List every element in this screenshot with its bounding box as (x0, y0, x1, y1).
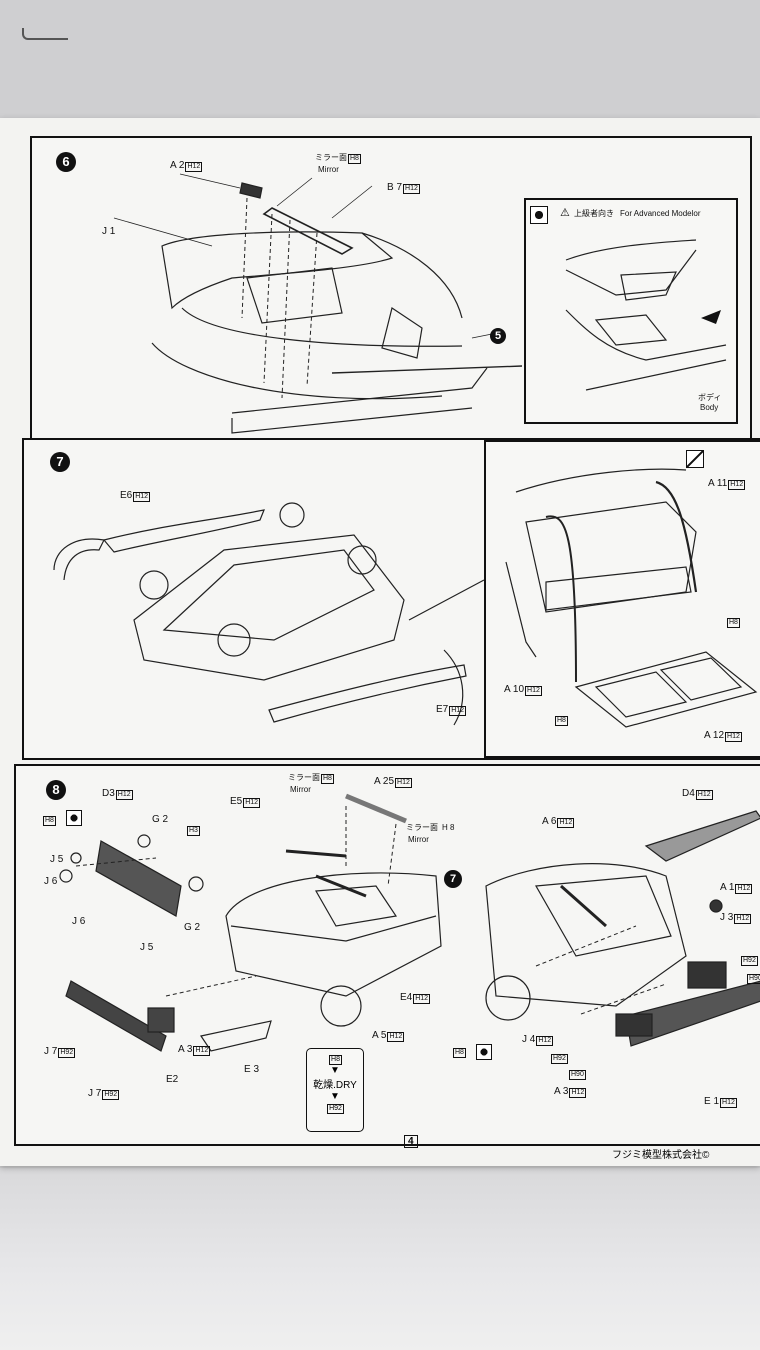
advanced-icon (530, 206, 548, 224)
warning-icon: ⚠ (560, 207, 570, 219)
lower-sheet (0, 1168, 760, 1350)
label-h90-right: H90 (746, 972, 760, 984)
label-h8-right: H8 (727, 618, 740, 628)
label-j6-left: J 6 (44, 876, 58, 887)
label-h8-bottom: H8 (555, 716, 568, 726)
advanced-en: For Advanced Modelor (620, 209, 701, 218)
label-e3: E 3 (244, 1064, 260, 1075)
label-h8-rear: H8 (453, 1048, 466, 1058)
label-j5-top: J 5 (50, 854, 64, 865)
label-g2-top: G 2 (152, 814, 169, 825)
label-mirror1-en: Mirror (290, 785, 311, 794)
label-j5-bottom: J 5 (140, 942, 154, 953)
step-8-number: 8 (46, 780, 66, 800)
arrow-down-icon-2: ▼ (330, 1091, 340, 1102)
step-7-chassis-drawing (53, 502, 485, 726)
step-ref-5: 5 (490, 328, 506, 344)
dry-bottom-code: H92 (327, 1104, 344, 1114)
label-h90-rear: H90 (569, 1070, 586, 1080)
dry-text: 乾燥.DRY (313, 1080, 357, 1091)
body-en: Body (700, 403, 719, 412)
step-ref-7: 7 (444, 870, 462, 888)
dry-top-code: H8 (329, 1055, 342, 1065)
label-mirror2-en: Mirror (408, 835, 429, 844)
body-jp: ボディ (698, 393, 722, 402)
label-h3: H3 (187, 826, 200, 836)
advanced-jp: 上級者向き (574, 209, 614, 218)
instruction-sheet: 6 (0, 118, 760, 1166)
label-j6-mid: J 6 (72, 916, 86, 927)
step-7-number: 7 (50, 452, 70, 472)
advanced-icon-3 (66, 810, 82, 826)
label-j1: J 1 (102, 226, 116, 237)
label-e2: E2 (166, 1074, 179, 1085)
step-6-panel: 6 (30, 136, 752, 442)
arrow-down-icon: ▼ (330, 1065, 340, 1076)
inset-drawing (565, 239, 727, 391)
binder-clip-mark (22, 28, 68, 40)
drying-box: H8 ▼ 乾燥.DRY ▼ H92 (306, 1048, 364, 1132)
label-h92-rear: H92 (551, 1054, 568, 1064)
advanced-icon-4 (476, 1044, 492, 1060)
label-h8-left: H8 (43, 816, 56, 826)
label-g2-bottom: G 2 (184, 922, 201, 933)
label-mirror-en: Mirror (318, 165, 339, 174)
step-6-car-roof-drawing (113, 173, 523, 434)
advanced-icon-2 (686, 450, 704, 468)
advanced-modeler-inset: ⚠ 上級者向き For Advanced Modelor ボディ Body (524, 198, 738, 424)
step-8-bumper-drawing (59, 793, 760, 1052)
label-h92-right: H92 (741, 956, 758, 966)
step-6-number: 6 (56, 152, 76, 172)
tailgate-drawing (505, 468, 758, 728)
step-8-panel: 8 (14, 764, 760, 1146)
maker-credit: フジミ模型株式会社© (612, 1150, 710, 1161)
page-number: 4 (404, 1135, 418, 1148)
